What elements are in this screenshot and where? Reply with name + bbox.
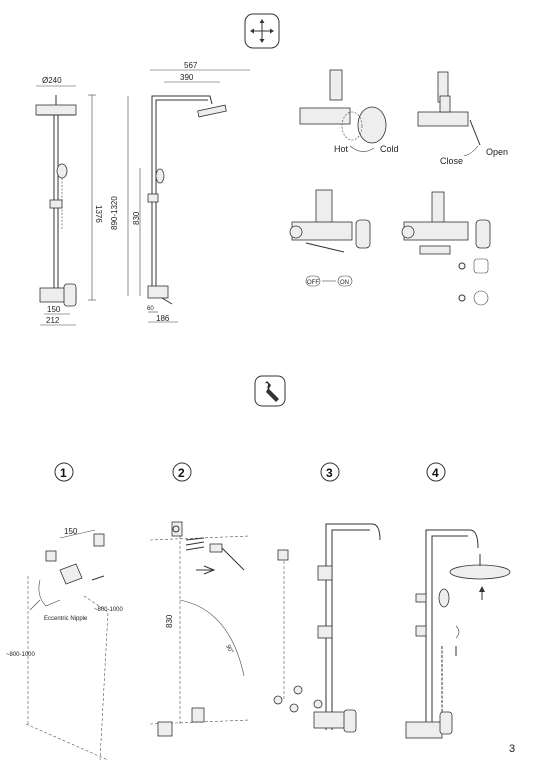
step1-spacing-dim: 150 bbox=[64, 527, 78, 536]
temperature-diagram: Hot Cold bbox=[299, 69, 399, 154]
label-open: Open bbox=[486, 147, 508, 157]
step-3-drawing bbox=[273, 523, 381, 733]
step2-angle-label: 90° bbox=[224, 644, 234, 655]
svg-text:4: 4 bbox=[432, 466, 439, 480]
step-4-badge: 4 bbox=[426, 462, 446, 482]
step1-height-right: ~800-1000 bbox=[94, 607, 124, 613]
side-view-drawing: 567 390 890-1320 830 60 186 bbox=[110, 61, 250, 323]
svg-text:1: 1 bbox=[60, 466, 67, 480]
step1-height-left: ~800-1000 bbox=[6, 652, 36, 658]
dim-top-reach: 567 bbox=[184, 61, 198, 70]
dim-bar-height: 830 bbox=[132, 211, 141, 225]
flow-diagram: Close Open bbox=[417, 71, 508, 166]
step1-nipple-label: Eccentric Nipple bbox=[44, 616, 88, 622]
diverter-off-diagram: OFF ON bbox=[289, 189, 371, 287]
step2-height-dim: 830 bbox=[165, 614, 174, 628]
step-3-badge: 3 bbox=[320, 462, 340, 482]
label-on: ON bbox=[340, 280, 349, 286]
dim-base-depth: 186 bbox=[156, 314, 170, 323]
dim-adjustable-height: 890-1320 bbox=[110, 196, 119, 230]
dimensions-icon bbox=[244, 13, 280, 49]
svg-text:3: 3 bbox=[326, 466, 333, 480]
wrench-icon bbox=[254, 375, 286, 407]
step-2-badge: 2 bbox=[172, 462, 192, 482]
svg-text:2: 2 bbox=[178, 466, 185, 480]
dim-wall-spacing: 150 bbox=[47, 305, 61, 314]
step-1-drawing: 150 ~800-1000 Eccentric Nipple ~800-1000 bbox=[6, 527, 124, 761]
diverter-on-diagram bbox=[401, 191, 491, 306]
dim-total-height: 1376 bbox=[94, 205, 103, 223]
step-2-drawing: 830 90° bbox=[149, 521, 251, 737]
step-1-badge: 1 bbox=[54, 462, 74, 482]
step-4-drawing bbox=[405, 529, 511, 739]
page-number: 3 bbox=[509, 743, 515, 755]
dim-base-depth-small: 60 bbox=[147, 306, 154, 312]
label-off: OFF bbox=[307, 280, 319, 286]
dim-base-width: 212 bbox=[46, 316, 60, 325]
label-close: Close bbox=[440, 156, 463, 166]
label-hot: Hot bbox=[334, 144, 349, 154]
label-cold: Cold bbox=[380, 144, 399, 154]
dim-head-diameter: Ø240 bbox=[42, 76, 62, 85]
dim-arm-length: 390 bbox=[180, 73, 194, 82]
front-view-drawing: Ø240 1376 150 212 bbox=[35, 76, 103, 326]
